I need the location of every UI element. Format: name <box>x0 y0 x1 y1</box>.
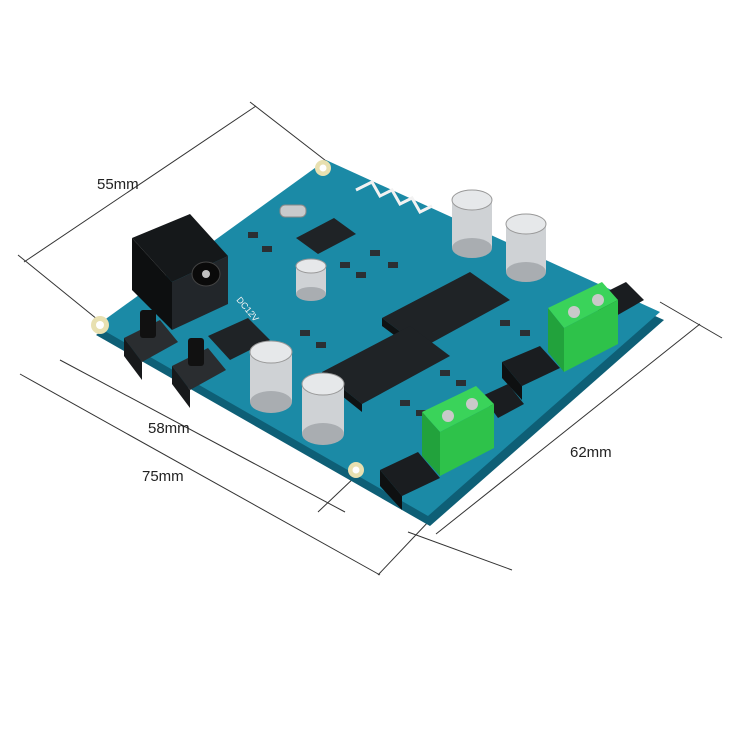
dimension-line <box>249 101 331 165</box>
dimension-label-right: 62mm <box>570 444 612 461</box>
dimension-label-top: 55mm <box>97 176 139 193</box>
ic-chip <box>296 218 356 254</box>
crystal-icon <box>279 204 307 218</box>
push-button-icon <box>172 338 226 408</box>
capacitor-icon <box>301 372 345 445</box>
push-button-icon <box>124 310 178 380</box>
dimension-line <box>659 301 723 339</box>
capacitor-icon <box>249 340 293 413</box>
capacitor-icon <box>451 189 493 258</box>
dimension-label-outer: 75mm <box>142 468 184 485</box>
capacitor-icon <box>505 213 547 282</box>
dimension-line <box>317 475 357 513</box>
terminal-block-icon <box>422 386 494 476</box>
dimension-line <box>407 531 513 571</box>
mounting-hole-group <box>91 160 364 478</box>
dc-jack-icon <box>132 214 228 330</box>
antenna-trace <box>355 180 433 214</box>
dimension-line <box>59 359 346 513</box>
mounting-hole <box>96 321 104 329</box>
dimension-label-inner: 58mm <box>148 420 190 437</box>
ic-chip <box>208 318 270 360</box>
capacitor-icon <box>295 258 327 301</box>
dimension-line <box>435 323 701 535</box>
dimension-line <box>17 254 109 329</box>
smd-component-group <box>248 232 530 416</box>
terminal-block-icon <box>548 282 618 372</box>
dimension-line <box>377 519 431 576</box>
dimension-line-group <box>17 101 723 576</box>
dimension-line <box>19 373 381 576</box>
mounting-hole <box>352 466 360 474</box>
dimension-line <box>23 105 257 263</box>
mounting-hole <box>319 164 327 172</box>
